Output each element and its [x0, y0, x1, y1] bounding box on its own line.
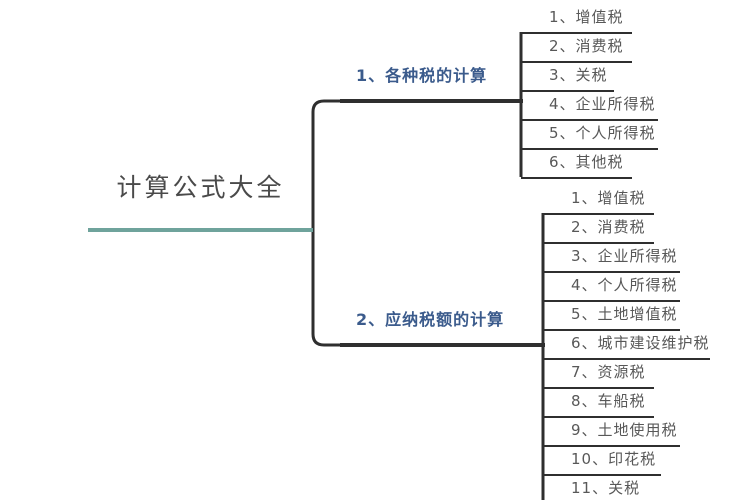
leaf-label: 4、企业所得税: [549, 95, 656, 113]
leaf-underline: [543, 387, 654, 389]
leaf-underline: [521, 61, 632, 63]
leaf-label: 4、个人所得税: [571, 276, 678, 294]
leaf-label: 1、增值税: [571, 189, 646, 207]
leaf-label: 1、增值税: [549, 8, 624, 26]
leaf-label: 9、土地使用税: [571, 421, 678, 439]
leaf-underline: [543, 445, 680, 447]
root-underline: [88, 228, 313, 232]
leaf-underline: [543, 416, 654, 418]
leaf-underline: [543, 271, 680, 273]
leaf-label: 3、关税: [549, 66, 608, 84]
trunk-path-lower: [311, 230, 341, 347]
leaf-underline: [543, 300, 680, 302]
leaf-underline: [543, 358, 710, 360]
leaf-underline: [521, 177, 632, 179]
leaf-underline: [543, 474, 661, 476]
leaf-label: 11、关税: [571, 479, 641, 497]
root-label: 计算公式大全: [116, 173, 285, 202]
leaf-label: 2、消费税: [571, 218, 646, 236]
branch-2-label: 2、应纳税额的计算: [356, 310, 505, 329]
leaf-label: 10、印花税: [571, 450, 657, 468]
leaf-underline: [521, 148, 658, 150]
leaf-label: 3、企业所得税: [571, 247, 678, 265]
leaf-underline: [521, 90, 614, 92]
leaf-label: 5、土地增值税: [571, 305, 678, 323]
trunk-path: [311, 99, 341, 230]
leaf-label: 2、消费税: [549, 37, 624, 55]
leaf-label: 6、其他税: [549, 153, 624, 171]
leaf-underline: [521, 32, 632, 34]
leaf-underline: [543, 242, 654, 244]
root-node[interactable]: 计算公式大全: [88, 168, 313, 232]
leaf-underline: [543, 213, 654, 215]
leaf-underline: [543, 329, 680, 331]
branch-1-label: 1、各种税的计算: [356, 66, 488, 85]
leaf-label: 8、车船税: [571, 392, 646, 410]
leaf-label: 7、资源税: [571, 363, 646, 381]
leaf-underline: [521, 119, 658, 121]
leaf-label: 5、个人所得税: [549, 124, 656, 142]
leaf-label: 6、城市建设维护税: [571, 334, 710, 352]
